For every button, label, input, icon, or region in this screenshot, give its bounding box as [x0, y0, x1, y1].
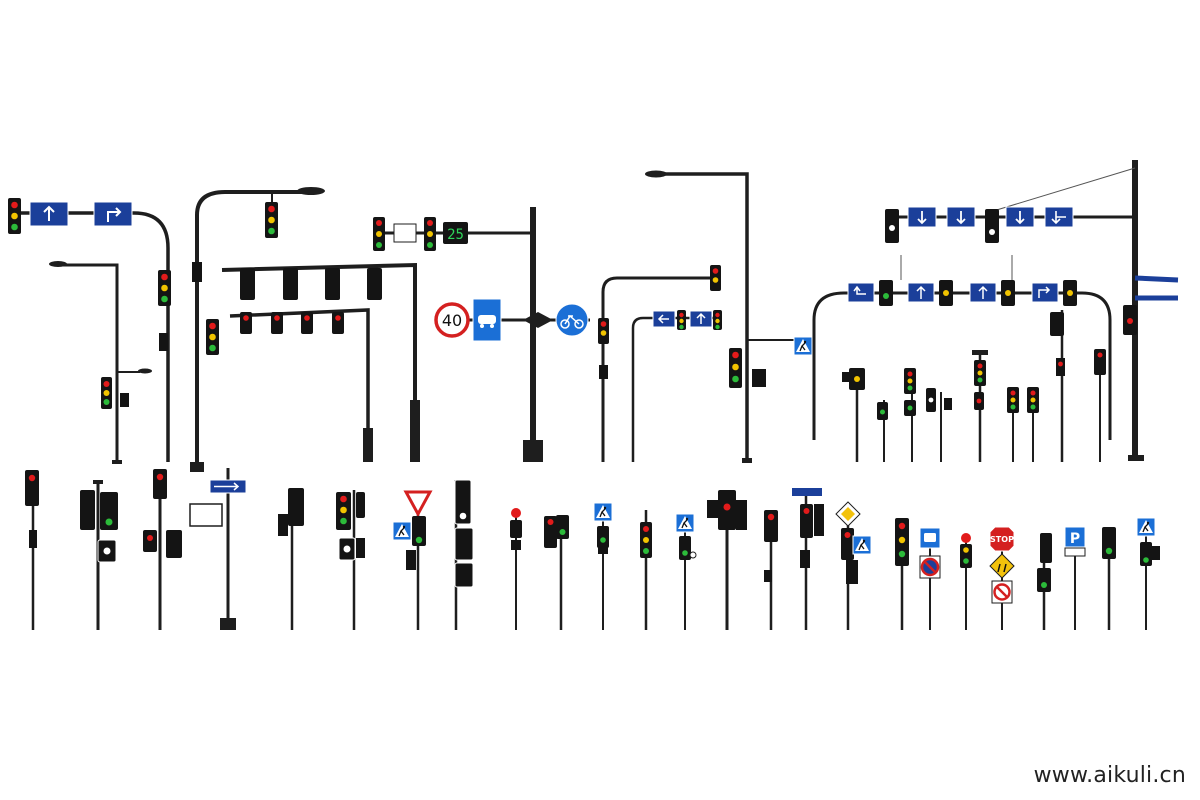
- large-right-gantry: [885, 160, 1179, 461]
- gantry-countdown-signs: 25 40: [373, 207, 590, 462]
- arm-signal-pole: [598, 265, 721, 462]
- watermark-text: www.aikuli.cn: [1033, 763, 1186, 788]
- small-signal-cluster: [842, 310, 1106, 462]
- bottom-row-signals: STOP P: [25, 468, 1160, 630]
- arm-small-blue-signs: [631, 310, 722, 462]
- countdown-display: 25: [447, 227, 464, 243]
- gantry-black-signals: [221, 262, 420, 462]
- lamp-signal-pole: [49, 261, 152, 464]
- arched-gantry: [812, 255, 1112, 440]
- tall-street-lamp: [645, 170, 813, 463]
- stop-sign-text: STOP: [990, 535, 1014, 544]
- speed-limit-value: 40: [442, 311, 462, 330]
- street-lamp-signal: [190, 187, 325, 472]
- parking-sign-text: P: [1070, 531, 1080, 547]
- gantry-arrow-signs: [8, 198, 171, 462]
- gantry-red-signals: [229, 308, 373, 462]
